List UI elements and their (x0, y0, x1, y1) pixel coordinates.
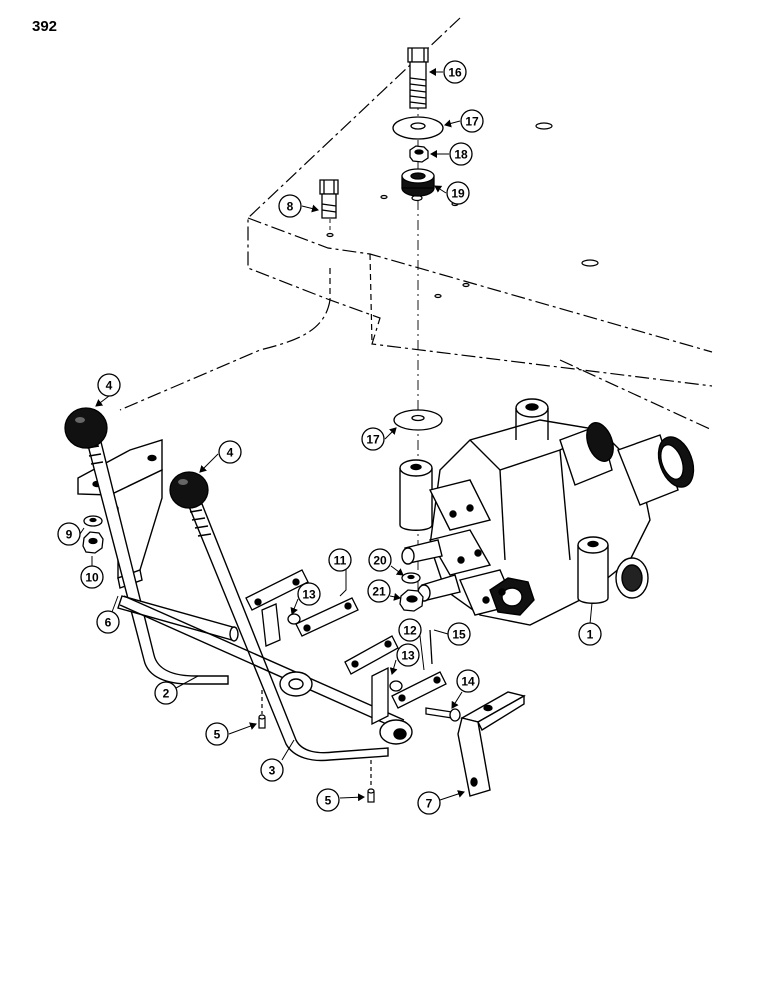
callout-10-label: 10 (85, 571, 99, 585)
bushing-19 (401, 168, 435, 197)
page-number: 392 (32, 18, 58, 35)
lever-3-knob (169, 471, 209, 509)
grease-fitting-5a (258, 690, 266, 729)
callout-1: 1 (578, 622, 602, 646)
callout-18-label: 18 (454, 148, 468, 162)
callout-7-label: 7 (426, 797, 433, 811)
nut-21 (399, 589, 424, 612)
callout-20: 20 (368, 548, 392, 572)
callout-4-right: 4 (218, 440, 242, 464)
callout-6: 6 (96, 610, 120, 634)
nut-10 (82, 531, 104, 554)
callout-11: 11 (328, 548, 352, 572)
callout-4-left-label: 4 (106, 379, 113, 393)
callout-12: 12 (398, 618, 422, 642)
callout-17-top: 17 (460, 109, 484, 133)
callout-5-right: 5 (316, 788, 340, 812)
callout-3-label: 3 (269, 764, 276, 778)
callout-13-upper-label: 13 (302, 588, 316, 602)
callout-14: 14 (456, 669, 480, 693)
links-12 (344, 629, 447, 726)
callout-9-label: 9 (66, 528, 73, 542)
callout-6-label: 6 (105, 616, 112, 630)
control-valve-1 (399, 398, 695, 626)
callout-15-label: 15 (452, 628, 466, 642)
callout-13-lower: 13 (396, 643, 420, 667)
leader-lines (79, 68, 593, 802)
callout-21: 21 (367, 579, 391, 603)
callout-12-label: 12 (403, 624, 417, 638)
callout-14-label: 14 (461, 675, 475, 689)
callout-4-right-label: 4 (227, 446, 234, 460)
callout-17-top-label: 17 (465, 115, 479, 129)
callout-19: 19 (446, 181, 470, 205)
callout-8: 8 (278, 194, 302, 218)
washer-20 (401, 572, 421, 584)
bolt-8 (319, 179, 339, 219)
callout-21-label: 21 (372, 585, 386, 599)
callout-8-label: 8 (287, 200, 294, 214)
grease-fitting-5b (367, 760, 375, 803)
cross-shaft (117, 595, 413, 745)
pin-14 (425, 707, 461, 722)
washer-17-top (392, 116, 444, 140)
callout-20-label: 20 (373, 554, 387, 568)
callout-5-left-label: 5 (214, 728, 221, 742)
callout-19-label: 19 (451, 187, 465, 201)
callout-7: 7 (417, 791, 441, 815)
callout-16-label: 16 (448, 66, 462, 80)
callout-4-left: 4 (97, 373, 121, 397)
nut-18 (409, 145, 429, 163)
callout-17-lower: 17 (361, 427, 385, 451)
lever-2-knob (64, 407, 108, 449)
lever-3 (186, 503, 389, 762)
callout-3: 3 (260, 758, 284, 782)
callout-18: 18 (449, 142, 473, 166)
washer-17-lower (393, 409, 443, 431)
callout-5-right-label: 5 (325, 794, 332, 808)
callout-1-label: 1 (587, 628, 594, 642)
callout-11-label: 11 (334, 554, 347, 568)
bolt-16 (407, 47, 429, 109)
links-11 (245, 569, 359, 647)
callout-13-upper: 13 (297, 582, 321, 606)
callout-15: 15 (447, 622, 471, 646)
washer-9 (83, 515, 103, 527)
callout-16: 16 (443, 60, 467, 84)
callout-9: 9 (57, 522, 81, 546)
callout-2: 2 (154, 681, 178, 705)
callout-5-left: 5 (205, 722, 229, 746)
callout-13-lower-label: 13 (401, 649, 415, 663)
bracket-7 (457, 691, 526, 797)
callout-2-label: 2 (163, 687, 170, 701)
callout-10: 10 (80, 565, 104, 589)
callout-17-lower-label: 17 (366, 433, 380, 447)
